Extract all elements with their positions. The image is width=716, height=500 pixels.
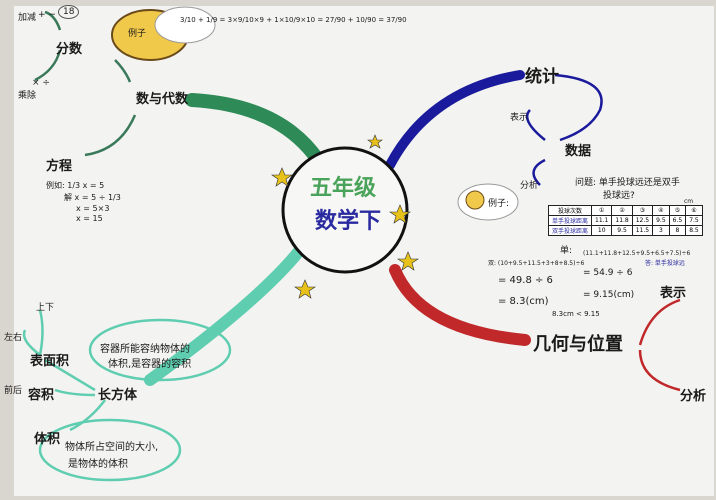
node-add-sub: 加减: [18, 13, 37, 23]
node-cuboid: 长方体: [98, 388, 138, 403]
mul-div-ops: × ÷: [32, 78, 50, 88]
table-header-row: 投球次数 ① ② ③ ④ ⑤ ⑥: [547, 205, 703, 216]
table-header-cell: ⑤: [668, 205, 687, 216]
geometry-represent: 表示: [660, 286, 687, 301]
surface-left-right: 左右: [4, 333, 23, 343]
branch-number-algebra: [185, 93, 325, 167]
node-number-algebra: 数与代数: [136, 92, 189, 107]
answer: 答: 单手投球远: [645, 260, 685, 267]
add-sub-ops: + −: [38, 10, 56, 20]
equation-line: x = 5×3: [76, 204, 110, 213]
table-header-cell: ⑥: [685, 205, 703, 216]
calc-double-line: = 8.3(cm): [498, 296, 549, 307]
volume-definition: 物体所占空间的大小,: [65, 442, 159, 453]
table-header-cell: ①: [591, 205, 613, 216]
calc-double-line: = 49.8 ÷ 6: [498, 275, 553, 286]
table-unit: cm: [684, 198, 694, 205]
branch-geometry: [389, 264, 531, 346]
fraction-sticker-label: 例子: [128, 29, 147, 39]
table-cell: 12.5: [631, 215, 654, 226]
table-cell: 8: [668, 225, 687, 236]
calc-single-line: = 9.15(cm): [583, 290, 635, 300]
table-cell: 10: [591, 225, 613, 236]
calc-single-line: = 54.9 ÷ 6: [583, 268, 633, 278]
center-circle: [281, 146, 409, 274]
table-cell: 7.5: [685, 215, 703, 226]
data-represent: 表示: [510, 113, 529, 123]
thought-bubble: [154, 6, 216, 44]
table-header-cell: ③: [631, 205, 654, 216]
node-volume: 体积: [34, 432, 61, 447]
calc-double-line: 双: (10+9.5+11.5+3+8+8.5)÷6: [488, 260, 585, 267]
table-row: 双手投球距离 10 9.5 11.5 3 8 8.5: [547, 225, 703, 236]
star-decorations: [271, 134, 419, 299]
node-capacity: 容积: [28, 388, 55, 403]
fraction-example: 3/10 + 1/9 = 3×9/10×9 + 1×10/9×10 = 27/9…: [180, 16, 407, 24]
capacity-definition: 容器所能容纳物体的: [100, 344, 190, 355]
node-statistics: 统计: [525, 67, 559, 87]
table-header-cell: ②: [611, 205, 633, 216]
node-data: 数据: [565, 144, 592, 159]
surface-front-back: 前后: [4, 386, 23, 396]
node-geometry: 几何与位置: [533, 334, 623, 355]
question-line: 投球远?: [603, 191, 635, 201]
node-equations: 方程: [46, 159, 73, 174]
table-cell: 11.8: [611, 215, 633, 226]
table-cell: 9.5: [611, 225, 633, 236]
table-cell: 3: [652, 225, 670, 236]
comparison: 8.3cm < 9.15: [552, 310, 600, 318]
table-row: 单手投球距离 11.1 11.8 12.5 9.5 6.5 7.5: [547, 215, 703, 226]
node-surface-area: 表面积: [30, 354, 70, 369]
table-header-cell: 投球次数: [547, 205, 593, 216]
table-cell: 单手投球距离: [547, 215, 593, 226]
node-mul-div: 乘除: [18, 91, 37, 101]
throwing-data-table: 投球次数 ① ② ③ ④ ⑤ ⑥ 单手投球距离 11.1 11.8 12.5 9…: [547, 205, 703, 236]
data-analyze: 分析: [520, 181, 539, 191]
node-fractions: 分数: [56, 42, 83, 57]
table-cell: 11.1: [591, 215, 613, 226]
branch-statistics: [385, 70, 525, 170]
table-cell: 11.5: [631, 225, 654, 236]
page-number: 18: [58, 5, 80, 19]
calc-single-line: (11.1+11.8+12.5+9.5+6.5+7.5)÷6: [583, 250, 691, 257]
question-line: 问题: 单手投球远还是双手: [575, 178, 680, 188]
calc-single-line: 单:: [560, 246, 573, 256]
table-cell: 8.5: [685, 225, 703, 236]
capacity-definition: 体积,是容器的容积: [108, 359, 192, 370]
center-title-grade: 五年级: [310, 176, 377, 201]
geometry-analyze: 分析: [680, 389, 707, 404]
table-cell: 9.5: [652, 215, 670, 226]
table-cell: 6.5: [668, 215, 687, 226]
table-header-cell: ④: [652, 205, 670, 216]
equation-line: x = 15: [76, 214, 103, 223]
center-title-subject: 数学下: [315, 209, 382, 234]
volume-definition: 是物体的体积: [68, 459, 128, 470]
branch-cuboid: [144, 244, 306, 386]
equation-line: 解 x = 5 ÷ 1/3: [64, 193, 121, 202]
equation-line: 例如: 1/3 x = 5: [46, 181, 105, 190]
table-cell: 双手投球距离: [547, 225, 593, 236]
surface-up-down: 上下: [36, 303, 55, 313]
example-sticker-label: 例子:: [488, 199, 510, 209]
